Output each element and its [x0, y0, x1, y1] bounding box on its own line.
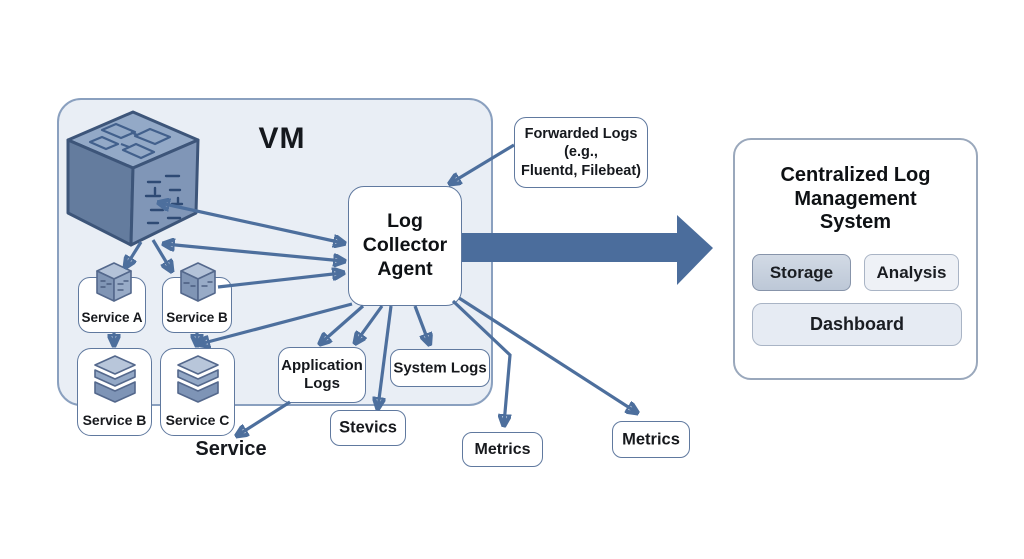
node-label: Service C — [165, 412, 230, 428]
node-service-a: Service A — [78, 277, 146, 333]
node-metrics-mid: Metrics — [462, 432, 543, 467]
node-stevics: Stevics — [330, 410, 406, 446]
dashboard-chip: Dashboard — [752, 303, 962, 346]
node-label: Metrics — [474, 440, 531, 458]
node-service-b-bottom: Service B — [77, 348, 152, 436]
forwarded-logs-line: Forwarded Logs — [524, 125, 638, 142]
node-label: Stevics — [339, 418, 397, 437]
node-label: Service A — [81, 310, 143, 325]
chip-label: Analysis — [876, 262, 947, 282]
service-free-label: Service — [195, 438, 267, 460]
node-service-b-top: Service B — [162, 277, 232, 333]
node-metrics-right: Metrics — [612, 421, 690, 458]
node-label: Application Logs — [281, 357, 363, 392]
node-label: Metrics — [622, 430, 680, 448]
node-log-collector-agent: Log Collector Agent — [348, 186, 462, 306]
forwarded-logs-line: Fluentd, Filebeat) — [520, 162, 642, 179]
central-title: Centralized Log Management System — [780, 164, 931, 234]
node-label: Forwarded Logs (e.g., Fluentd, Filebeat) — [521, 125, 641, 181]
chip-label: Storage — [769, 262, 834, 282]
storage-chip: Storage — [752, 254, 851, 291]
forwarded-logs-line: (e.g., — [564, 144, 598, 161]
node-label: Service B — [166, 310, 228, 325]
node-service-c: Service C — [160, 348, 235, 436]
chip-label: Dashboard — [809, 314, 905, 334]
node-application-logs: Application Logs — [278, 347, 366, 403]
analysis-chip: Analysis — [864, 254, 959, 291]
node-forwarded-logs: Forwarded Logs (e.g., Fluentd, Filebeat) — [514, 117, 648, 188]
node-label: System Logs — [393, 359, 487, 377]
arrow-app-logs-to-service — [238, 400, 291, 435]
node-system-logs: System Logs — [390, 349, 490, 387]
central-log-management-system: Centralized Log Management System Storag… — [733, 138, 978, 380]
vm-title: VM — [258, 122, 306, 155]
main-flow-arrow — [462, 215, 713, 285]
node-label: Service B — [82, 412, 147, 428]
node-label: Log Collector Agent — [362, 210, 448, 280]
